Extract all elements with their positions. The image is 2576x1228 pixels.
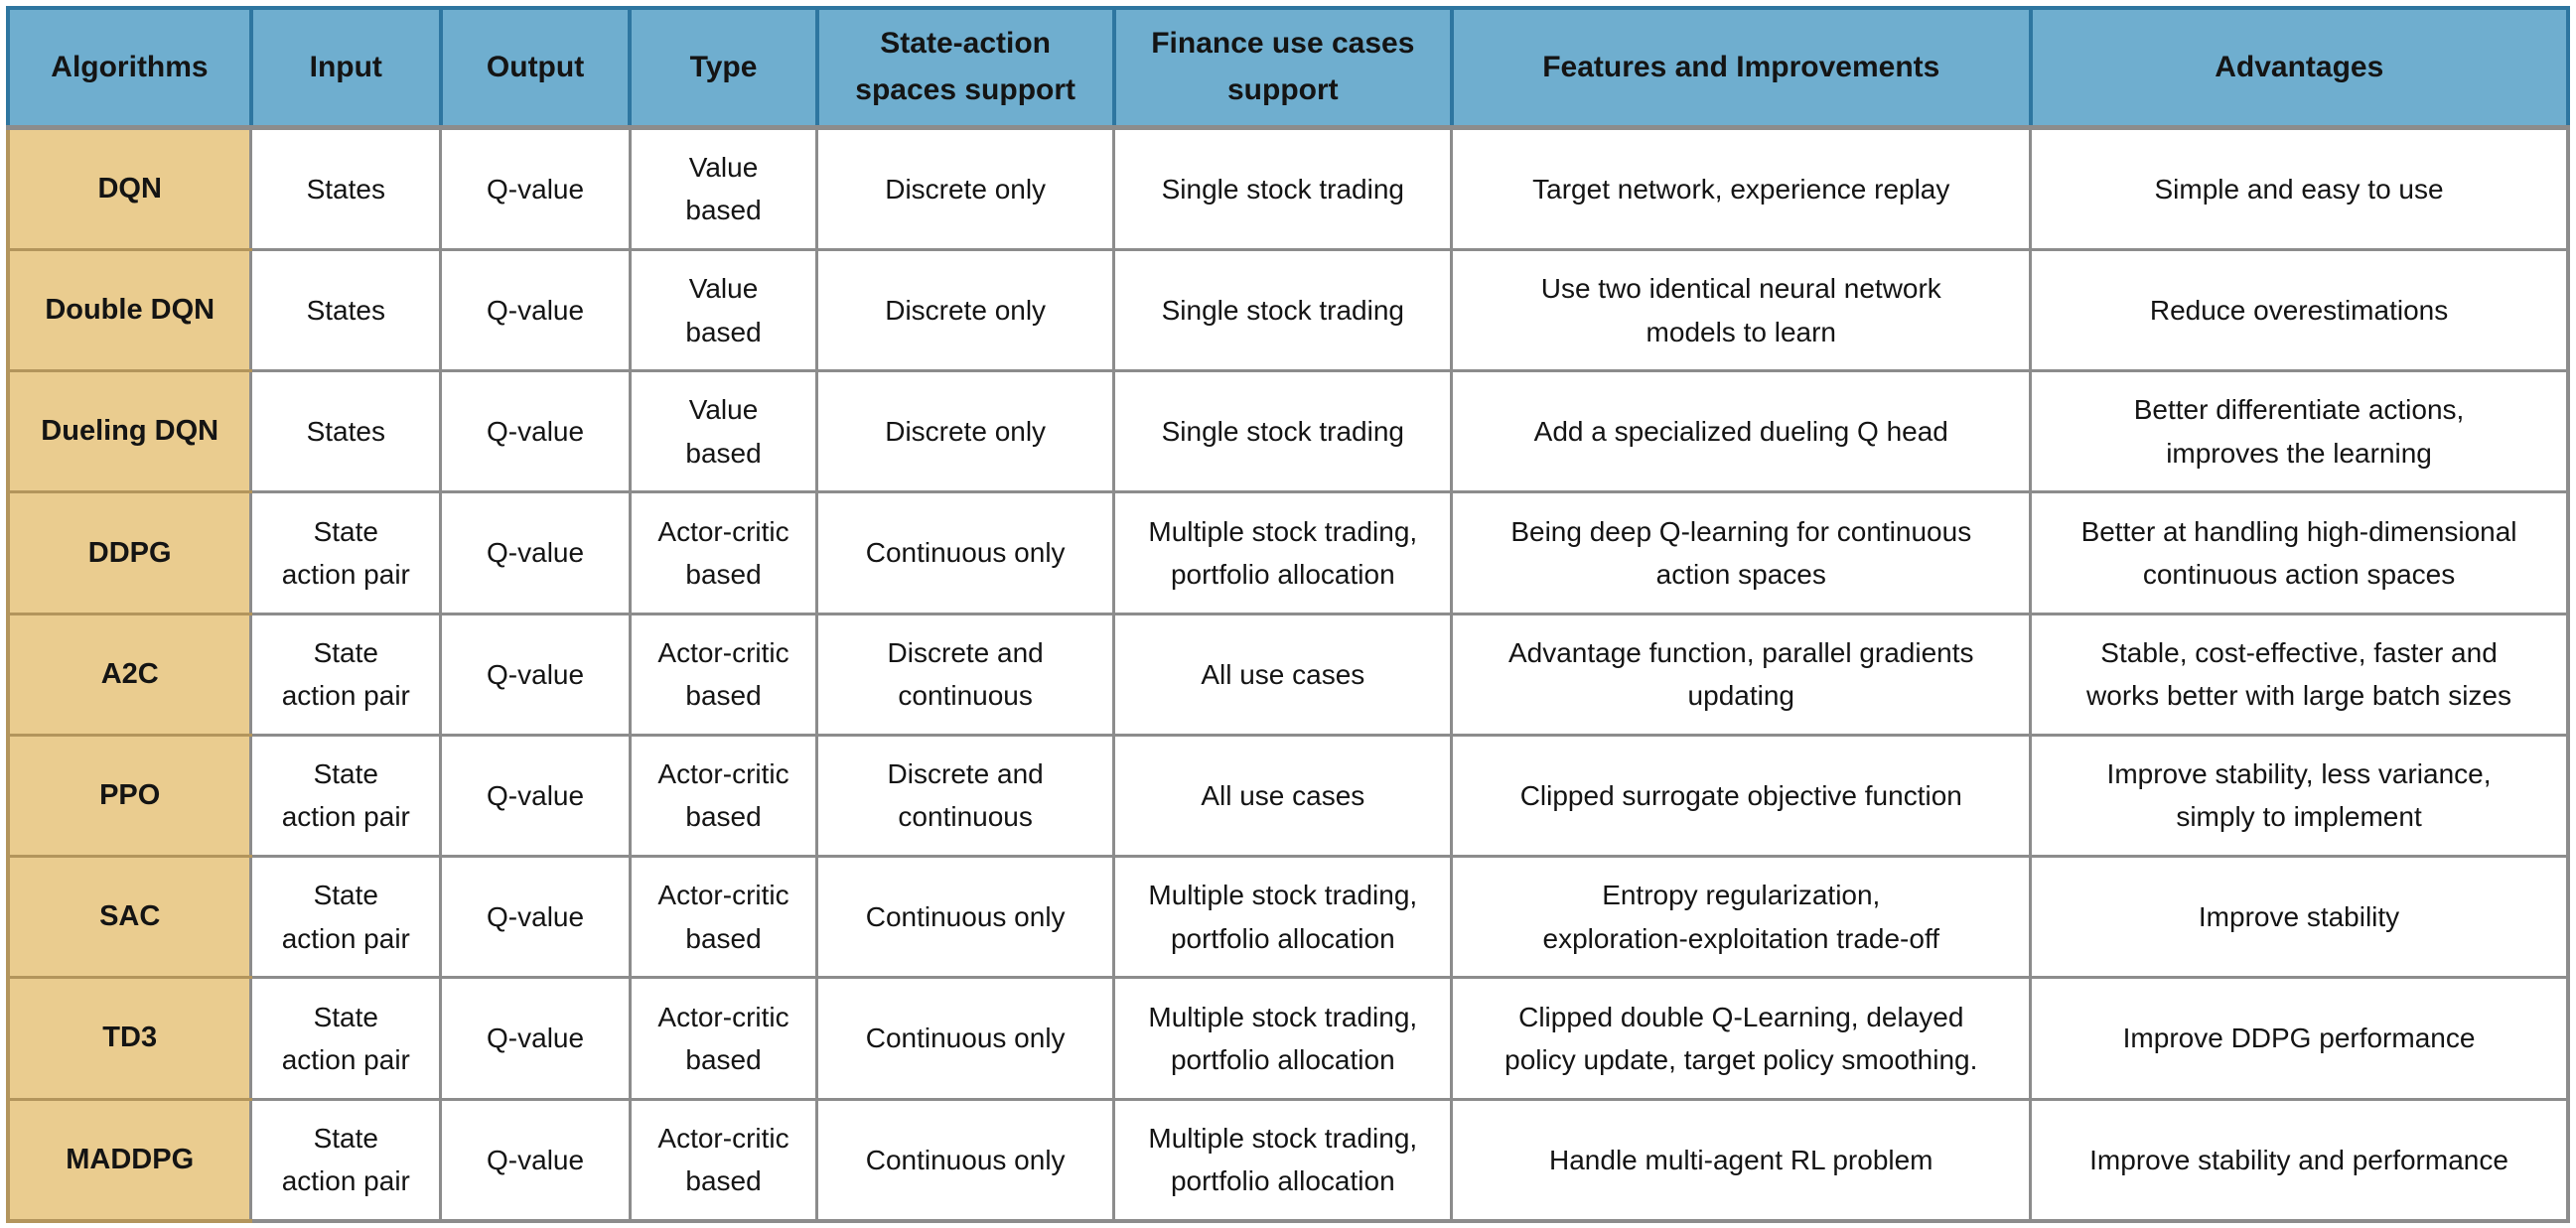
- algorithm-name-cell: TD3: [6, 976, 253, 1101]
- column-header-input: Input: [248, 6, 443, 130]
- advantages-cell: Improve DDPG performance: [2029, 976, 2570, 1101]
- table-row: TD3 State action pair Q-value Actor-crit…: [6, 976, 2570, 1101]
- features-improvements-cell: Clipped double Q-Learning, delayed polic…: [1450, 976, 2033, 1101]
- table-row: DDPG State action pair Q-value Actor-cri…: [6, 490, 2570, 615]
- table-row: Double DQN States Q-value Value based Di…: [6, 247, 2570, 373]
- state-action-spaces-cell: Discrete only: [815, 369, 1116, 494]
- state-action-spaces-cell: Discrete only: [815, 247, 1116, 373]
- header-row: Algorithms Input Output Type State-actio…: [6, 6, 2571, 130]
- advantages-cell: Stable, cost-effective, faster and works…: [2029, 612, 2570, 737]
- column-header-advantages: Advantages: [2028, 6, 2571, 130]
- algorithms-comparison-table: Algorithms Input Output Type State-actio…: [6, 6, 2571, 1223]
- advantages-cell: Improve stability and performance: [2029, 1097, 2570, 1223]
- finance-use-cases-cell: Single stock trading: [1112, 369, 1454, 494]
- type-cell: Value based: [628, 247, 819, 373]
- state-action-spaces-cell: Continuous only: [815, 1097, 1116, 1223]
- output-cell: Q-value: [439, 612, 632, 737]
- algorithm-name-cell: Double DQN: [6, 247, 253, 373]
- finance-use-cases-cell: Multiple stock trading, portfolio alloca…: [1112, 490, 1454, 615]
- output-cell: Q-value: [439, 1097, 632, 1223]
- advantages-cell: Better differentiate actions, improves t…: [2029, 369, 2570, 494]
- input-cell: States: [249, 125, 443, 251]
- finance-use-cases-cell: Single stock trading: [1112, 247, 1454, 373]
- type-cell: Actor-critic based: [628, 733, 819, 859]
- algorithm-name-cell: Dueling DQN: [6, 369, 253, 494]
- algorithm-name-cell: DDPG: [6, 490, 253, 615]
- finance-use-cases-cell: All use cases: [1112, 612, 1454, 737]
- features-improvements-cell: Being deep Q-learning for continuous act…: [1450, 490, 2033, 615]
- table-row: Dueling DQN States Q-value Value based D…: [6, 369, 2570, 494]
- table-row: SAC State action pair Q-value Actor-crit…: [6, 855, 2570, 980]
- finance-use-cases-cell: Multiple stock trading, portfolio alloca…: [1112, 855, 1454, 980]
- finance-use-cases-cell: Multiple stock trading, portfolio alloca…: [1112, 1097, 1454, 1223]
- output-cell: Q-value: [439, 125, 632, 251]
- column-header-algorithms: Algorithms: [6, 6, 253, 130]
- output-cell: Q-value: [439, 490, 632, 615]
- table-row: DQN States Q-value Value based Discrete …: [6, 125, 2570, 251]
- features-improvements-cell: Entropy regularization, exploration-expl…: [1450, 855, 2033, 980]
- state-action-spaces-cell: Discrete and continuous: [815, 733, 1116, 859]
- input-cell: State action pair: [249, 976, 443, 1101]
- finance-use-cases-cell: All use cases: [1112, 733, 1454, 859]
- algorithm-name-cell: PPO: [6, 733, 253, 859]
- advantages-cell: Improve stability, less variance, simply…: [2029, 733, 2570, 859]
- column-header-output: Output: [438, 6, 633, 130]
- output-cell: Q-value: [439, 976, 632, 1101]
- output-cell: Q-value: [439, 733, 632, 859]
- table-header: Algorithms Input Output Type State-actio…: [6, 6, 2571, 130]
- features-improvements-cell: Advantage function, parallel gradients u…: [1450, 612, 2033, 737]
- algorithm-name-cell: SAC: [6, 855, 253, 980]
- comparison-table: Algorithms Input Output Type State-actio…: [6, 6, 2571, 1223]
- algorithm-name-cell: DQN: [6, 125, 253, 251]
- column-header-state-action-spaces: State-action spaces support: [814, 6, 1116, 130]
- state-action-spaces-cell: Continuous only: [815, 855, 1116, 980]
- advantages-cell: Improve stability: [2029, 855, 2570, 980]
- type-cell: Value based: [628, 369, 819, 494]
- type-cell: Value based: [628, 125, 819, 251]
- type-cell: Actor-critic based: [628, 976, 819, 1101]
- input-cell: State action pair: [249, 612, 443, 737]
- advantages-cell: Reduce overestimations: [2029, 247, 2570, 373]
- input-cell: State action pair: [249, 1097, 443, 1223]
- features-improvements-cell: Use two identical neural network models …: [1450, 247, 2033, 373]
- input-cell: States: [249, 369, 443, 494]
- type-cell: Actor-critic based: [628, 490, 819, 615]
- advantages-cell: Better at handling high-dimensional cont…: [2029, 490, 2570, 615]
- features-improvements-cell: Clipped surrogate objective function: [1450, 733, 2033, 859]
- state-action-spaces-cell: Discrete only: [815, 125, 1116, 251]
- algorithm-name-cell: A2C: [6, 612, 253, 737]
- input-cell: State action pair: [249, 490, 443, 615]
- type-cell: Actor-critic based: [628, 612, 819, 737]
- input-cell: States: [249, 247, 443, 373]
- type-cell: Actor-critic based: [628, 1097, 819, 1223]
- finance-use-cases-cell: Multiple stock trading, portfolio alloca…: [1112, 976, 1454, 1101]
- input-cell: State action pair: [249, 733, 443, 859]
- output-cell: Q-value: [439, 247, 632, 373]
- state-action-spaces-cell: Continuous only: [815, 976, 1116, 1101]
- output-cell: Q-value: [439, 369, 632, 494]
- finance-use-cases-cell: Single stock trading: [1112, 125, 1454, 251]
- state-action-spaces-cell: Continuous only: [815, 490, 1116, 615]
- algorithm-name-cell: MADDPG: [6, 1097, 253, 1223]
- state-action-spaces-cell: Discrete and continuous: [815, 612, 1116, 737]
- input-cell: State action pair: [249, 855, 443, 980]
- column-header-finance-use-cases: Finance use cases support: [1111, 6, 1454, 130]
- type-cell: Actor-critic based: [628, 855, 819, 980]
- column-header-type: Type: [628, 6, 819, 130]
- table-body: DQN States Q-value Value based Discrete …: [6, 125, 2570, 1223]
- features-improvements-cell: Handle multi-agent RL problem: [1450, 1097, 2033, 1223]
- column-header-features-improvements: Features and Improvements: [1449, 6, 2033, 130]
- features-improvements-cell: Add a specialized dueling Q head: [1450, 369, 2033, 494]
- table-row: PPO State action pair Q-value Actor-crit…: [6, 733, 2570, 859]
- output-cell: Q-value: [439, 855, 632, 980]
- advantages-cell: Simple and easy to use: [2029, 125, 2570, 251]
- table-row: MADDPG State action pair Q-value Actor-c…: [6, 1097, 2570, 1223]
- table-row: A2C State action pair Q-value Actor-crit…: [6, 612, 2570, 737]
- features-improvements-cell: Target network, experience replay: [1450, 125, 2033, 251]
